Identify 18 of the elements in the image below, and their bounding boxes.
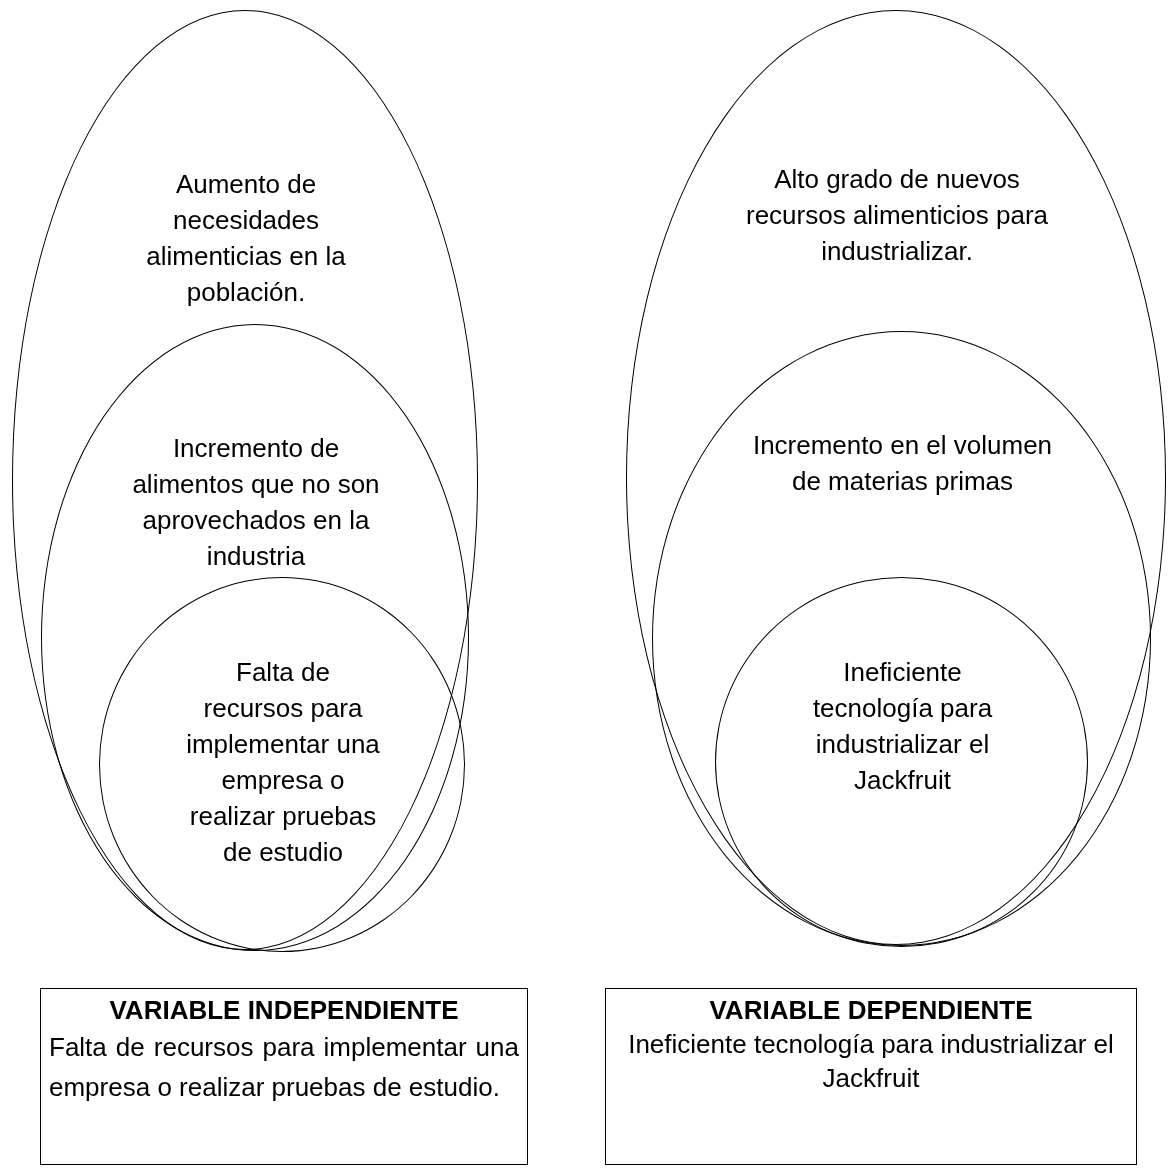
ellipse-text: Ineficiente tecnología para industrializar el Jackfruit — [811, 656, 994, 797]
box-heading: VARIABLE DEPENDIENTE — [708, 994, 1034, 1027]
ellipse — [652, 331, 1151, 946]
ellipse — [99, 577, 465, 952]
ellipse — [715, 577, 1088, 947]
box-heading: VARIABLE INDEPENDIENTE — [108, 994, 460, 1027]
ellipse — [41, 324, 469, 951]
text-box — [605, 988, 1137, 1165]
ellipse-text: Falta de recursos para implementar una empresa o realizar pruebas de estudio — [185, 656, 381, 869]
box-text: Ineficiente tecnología para industrializar el Jackfruit — [627, 1028, 1115, 1095]
ellipse-text: Alto grado de nuevos recursos alimenticios para industrializar. — [745, 163, 1049, 268]
box-text: Falta de recursos para implementar una empresa o realizar pruebas de estudio. — [49, 1031, 519, 1104]
ellipse — [626, 10, 1166, 945]
ellipse — [12, 10, 478, 950]
text-box — [40, 988, 528, 1165]
ellipse-text: Incremento de alimentos que no son aprovechados en la industria — [131, 432, 381, 573]
ellipse-text: Aumento de necesidades alimenticias en la población. — [145, 168, 347, 309]
ellipse-text: Incremento en el volumen de materias primas — [752, 429, 1053, 498]
